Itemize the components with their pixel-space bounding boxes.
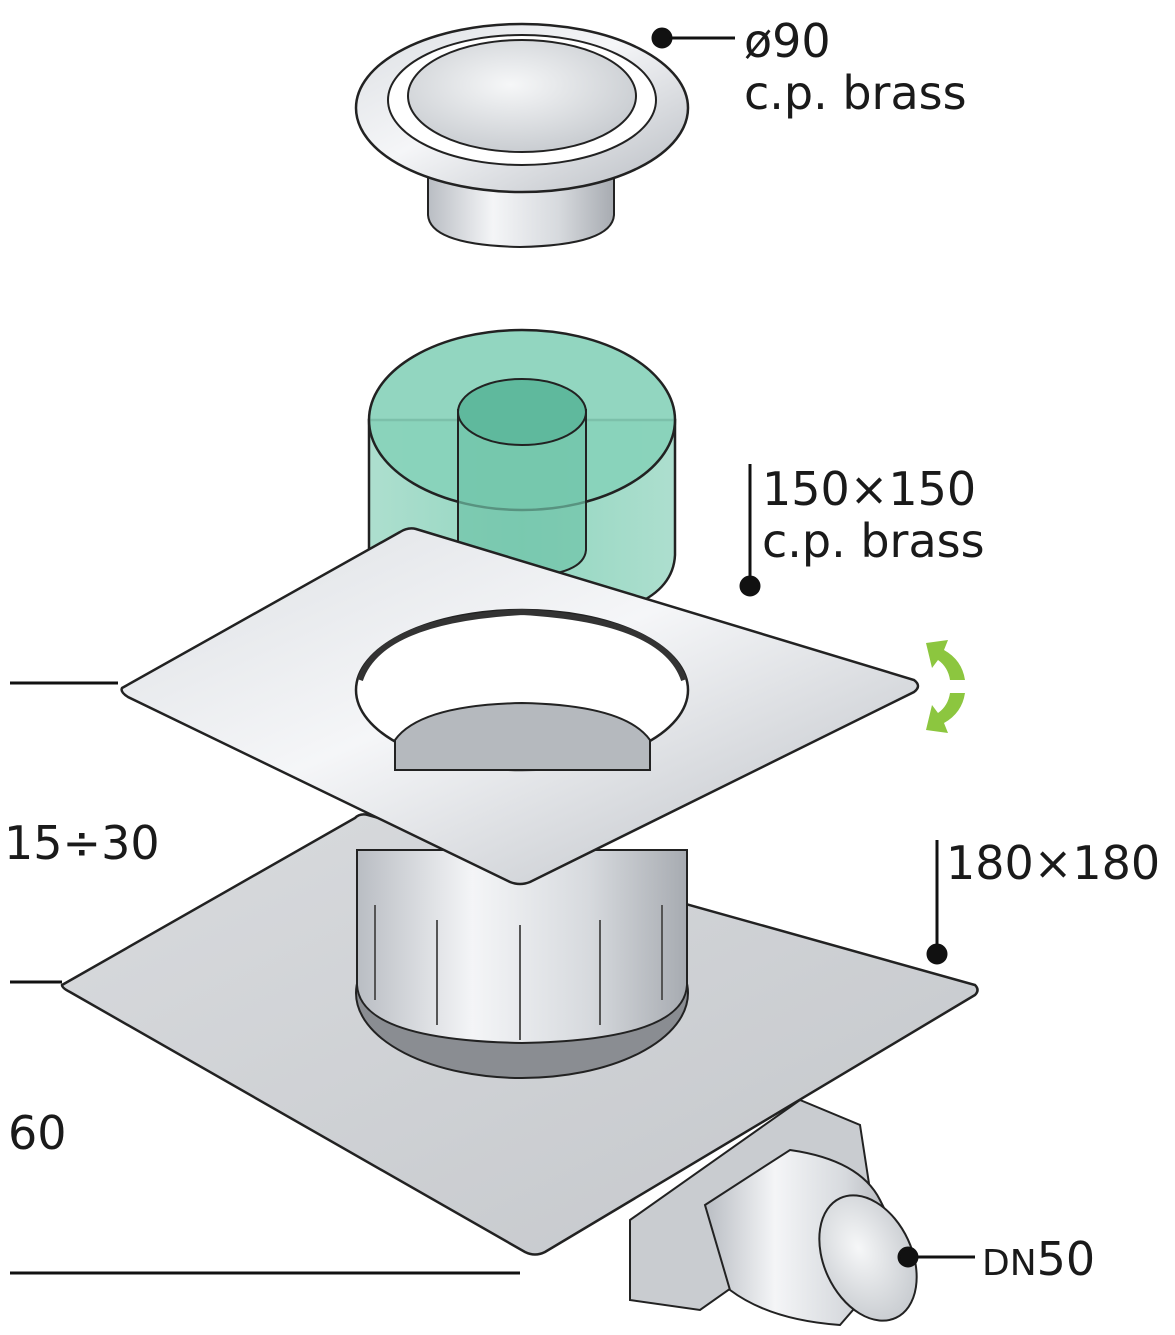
grate-size: ø90 — [744, 14, 831, 68]
top-plate — [120, 527, 920, 886]
leader-lines — [651, 27, 975, 1268]
outlet-prefix: DN — [982, 1243, 1037, 1284]
top-plate-size: 150×150 — [762, 462, 977, 516]
base-height-dimension: 60 — [8, 1106, 67, 1160]
dimension-lines — [10, 681, 520, 1275]
riser-inner — [394, 701, 651, 771]
outlet-end — [818, 1194, 918, 1322]
base-plate — [60, 813, 979, 1327]
top-plate-label: 150×150 c.p. brass — [762, 466, 985, 564]
top-plate-hole-lip — [357, 608, 687, 682]
riser-body — [356, 849, 688, 1045]
riser-ribs — [374, 905, 663, 1040]
top-plate-material: c.p. brass — [762, 514, 985, 568]
outlet-label: DN50 — [982, 1236, 1095, 1282]
outlet-size: 50 — [1036, 1232, 1096, 1286]
rotate-arrows-icon — [926, 640, 965, 733]
cup-inner-top — [457, 378, 587, 446]
adjustable-height-dimension: 15÷30 — [4, 816, 160, 870]
grate-label: ø90 c.p. brass — [744, 18, 967, 116]
grate-cover — [407, 39, 637, 153]
base-plate-size: 180×180 — [946, 836, 1161, 890]
grate-material: c.p. brass — [744, 66, 967, 120]
grate — [354, 22, 690, 249]
